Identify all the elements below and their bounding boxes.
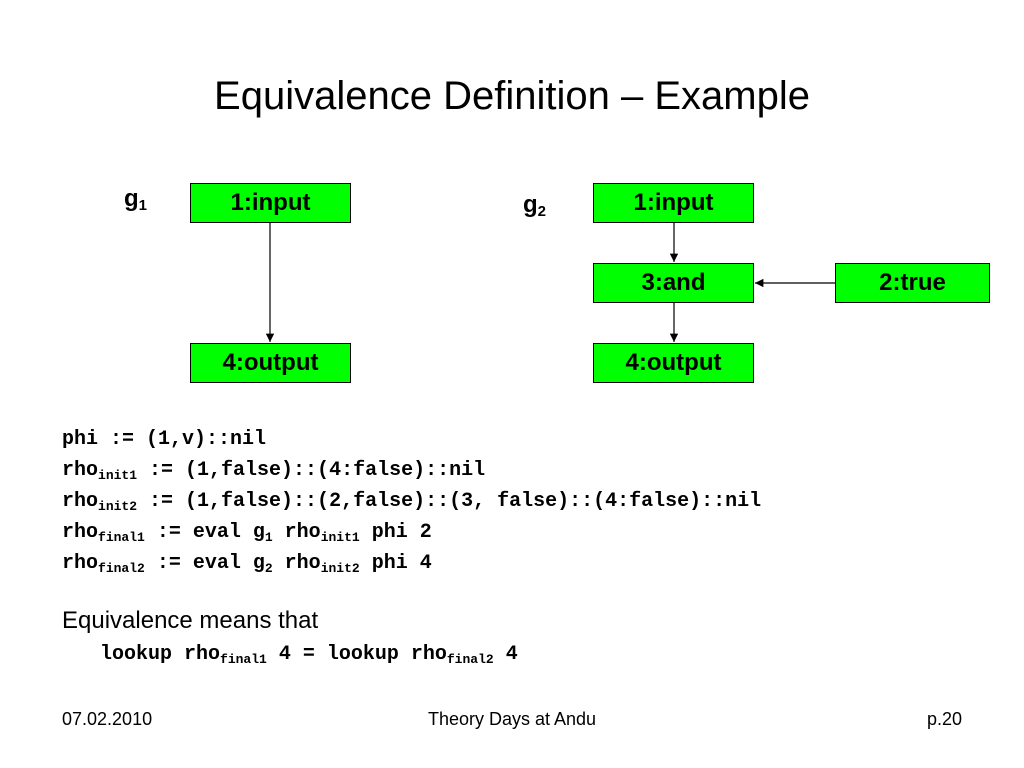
text-segment: := eval g (144, 521, 265, 544)
text-segment: rho (62, 521, 99, 544)
footer-date: 07.02.2010 (62, 709, 153, 729)
subscript: final2 (446, 652, 494, 667)
code-line: rhofinal1 := eval g1 rhoinit1 phi 2 (62, 517, 761, 548)
subscript: final1 (98, 530, 145, 545)
text-segment: rho (272, 552, 321, 575)
text-segment: rho (62, 459, 99, 482)
graph1-label-text: g (124, 185, 139, 212)
subscript: final2 (98, 561, 145, 576)
slide-title: Equivalence Definition – Example (214, 74, 810, 118)
subscript: init2 (98, 499, 138, 514)
footer-page: p.20 (926, 709, 962, 729)
subscript: 1 (264, 530, 273, 545)
subscript: final1 (220, 652, 267, 667)
text-segment: phi 2 (359, 521, 432, 544)
subscript: 2 (264, 561, 273, 576)
graph2-label: g2 (523, 190, 546, 220)
text-segment: := (1,false)::(2,false)::(3, false)::(4:… (137, 490, 762, 513)
equivalence-expression: lookup rhofinal1 4 = lookup rhofinal2 4 (100, 641, 518, 669)
text-segment: := eval g (144, 552, 265, 575)
code-line: phi := (1,v)::nil (62, 424, 761, 455)
text-segment: rho (62, 552, 99, 575)
code-line: rhoinit1 := (1,false)::(4:false)::nil (62, 455, 761, 486)
g2-node-output: 4:output (593, 343, 754, 383)
text-segment: rho (62, 490, 99, 513)
subscript: init1 (320, 530, 360, 545)
code-line: rhoinit2 := (1,false)::(2,false)::(3, fa… (62, 486, 761, 517)
footer-event: Theory Days at Andu (427, 709, 597, 729)
g1-node-output: 4:output (190, 343, 351, 383)
text-segment: lookup rho (100, 643, 221, 666)
text-segment: := (1,false)::(4:false)::nil (137, 459, 486, 482)
g2-node-true: 2:true (835, 263, 990, 303)
text-segment: 4 = lookup rho (266, 643, 447, 666)
text-segment: phi := (1,v)::nil (62, 428, 267, 451)
graph1-label: g1 (124, 184, 147, 214)
subscript: init1 (98, 468, 138, 483)
g1-node-input: 1:input (190, 183, 351, 223)
graph2-label-sub: 2 (537, 203, 547, 220)
g2-node-and: 3:and (593, 263, 754, 303)
text-segment: rho (272, 521, 321, 544)
text-segment: phi 4 (359, 552, 432, 575)
graph1-label-sub: 1 (138, 197, 148, 214)
text-segment: 4 (493, 643, 518, 666)
g2-node-input: 1:input (593, 183, 754, 223)
code-block: phi := (1,v)::nil rhoinit1 := (1,false):… (62, 424, 761, 579)
subscript: init2 (320, 561, 360, 576)
equivalence-intro: Equivalence means that (62, 607, 319, 634)
graph2-label-text: g (523, 191, 538, 218)
code-line: rhofinal2 := eval g2 rhoinit2 phi 4 (62, 548, 761, 579)
